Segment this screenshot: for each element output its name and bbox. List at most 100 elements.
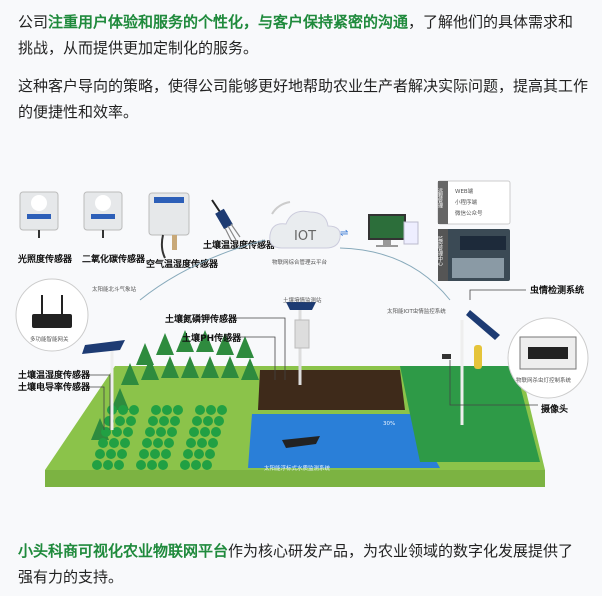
bush-icon: [139, 449, 149, 459]
bush-icon: [194, 449, 204, 459]
air-sensor-label: 空气温湿度传感器: [146, 258, 219, 270]
soil-probe-icon: [211, 199, 241, 243]
bush-icon: [115, 416, 125, 426]
bush-icon: [120, 438, 130, 448]
sync-arrows-icon: ⇌: [340, 228, 348, 239]
bush-icon: [129, 405, 139, 415]
tree-icon: [111, 388, 129, 410]
bush-icon: [162, 405, 172, 415]
bush-icon: [200, 427, 210, 437]
bush-icon: [126, 416, 136, 426]
bush-icon: [206, 405, 216, 415]
tree-icon: [241, 358, 259, 380]
panel-item-miniapp: 小程序端: [455, 198, 478, 206]
tree-icon: [161, 356, 179, 378]
tree-icon: [141, 358, 159, 380]
gateway-bubble: 多功能智能网关: [15, 278, 89, 352]
bush-icon: [186, 438, 196, 448]
bush-icon: [117, 449, 127, 459]
iot-text: IOT: [294, 229, 316, 244]
camera-icon: [442, 354, 451, 359]
air-sensor-icon: [148, 192, 190, 259]
soil-temp-humidity-label: 土壤温湿度传感器: [18, 369, 91, 381]
bush-icon: [136, 460, 146, 470]
paragraph-strategy: 这种客户导向的策略，使得公司能够更好地帮助农业生产者解决实际问题，提高其工作的便…: [18, 77, 589, 121]
bush-icon: [151, 405, 161, 415]
soil-sensor-top-label: 土壤温湿度传感器: [203, 239, 276, 251]
panel-item-wechat: 微信公众号: [455, 209, 483, 217]
pest-iot-label: 太阳能IOT虫情监控系统: [387, 307, 446, 315]
tree-icon: [121, 363, 139, 385]
tree-icon: [201, 356, 219, 378]
remote-management-panel: 远程管理 WEB端 小程序端 微信公众号 监控管理中心: [437, 180, 511, 281]
bush-icon: [123, 427, 133, 437]
co2-sensor-icon: [83, 191, 123, 238]
bush-icon: [164, 438, 174, 448]
buoy-solar-icon: [282, 436, 320, 448]
tree-icon: [156, 333, 174, 355]
bush-icon: [217, 405, 227, 415]
solar-panel-icon: [286, 302, 316, 310]
bush-icon: [195, 405, 205, 415]
co2-sensor-label: 二氧化碳传感器: [82, 253, 146, 265]
tree-icon: [216, 333, 234, 355]
gateway-label: 多功能智能网关: [30, 335, 69, 343]
pest-detect-label: 虫情检测系统: [530, 284, 584, 296]
crop-rows: [400, 366, 540, 462]
bush-icon: [183, 449, 193, 459]
bush-icon: [161, 449, 171, 459]
tree-icon: [236, 336, 254, 358]
bush-icon: [101, 427, 111, 437]
bush-icon: [202, 460, 212, 470]
smart-agriculture-iot-diagram: 光照度传感器 二氧化碳传感器 空气温湿度传感器 土壤温湿度传感器 IOT 物联网…: [15, 180, 589, 487]
tree-icon: [181, 356, 199, 378]
lamp-control-label: 物联网杀虫灯控制系统: [516, 376, 572, 384]
soil-station-label: 土壤墒情监测站: [283, 296, 322, 304]
bush-icon: [211, 427, 221, 437]
bush-icon: [156, 427, 166, 437]
bush-icon: [208, 438, 218, 448]
bush-icon: [142, 438, 152, 448]
bush-icon: [191, 460, 201, 470]
bush-icon: [106, 449, 116, 459]
solar-panel-icon: [82, 340, 125, 354]
bush-icon: [180, 460, 190, 470]
bush-icon: [92, 460, 102, 470]
connection-arc: [139, 239, 266, 301]
camera-label: 摄像头: [541, 403, 568, 415]
light-sensor-icon: [19, 191, 59, 238]
bush-icon: [203, 416, 213, 426]
bush-icon: [197, 438, 207, 448]
text: 公司: [18, 13, 49, 31]
monitor-icon: [368, 214, 419, 247]
tree-group: [91, 330, 259, 440]
water-buoy-label: 太阳能浮标式水质监测系统: [264, 464, 331, 472]
monitor-center-label: 监控管理中心: [437, 235, 443, 266]
remote-panel-title: 远程管理: [437, 187, 443, 208]
bush-icon: [148, 416, 158, 426]
soil-plot: [258, 370, 405, 410]
bush-icon: [109, 438, 119, 448]
bush-icon: [167, 427, 177, 437]
tree-icon: [196, 330, 214, 352]
bush-icon: [214, 416, 224, 426]
paragraph-customer-service: 公司注重用户体验和服务的个性化，与客户保持紧密的沟通，了解他们的具体需求和挑战，…: [18, 9, 588, 61]
bush-icon: [112, 427, 122, 437]
bush-icon: [95, 449, 105, 459]
text: 作为核心研发产品，为农业领域的数字化发展提供了强有力的支持。: [18, 542, 574, 586]
highlighted-text: 注重用户体验和服务的个性化，与客户保持紧密的沟通: [48, 13, 409, 31]
weather-station-label: 太阳能北斗气象站: [92, 285, 137, 293]
connection-arc: [339, 247, 451, 301]
bush-icon: [118, 405, 128, 415]
bush-icon: [147, 460, 157, 470]
tree-icon: [221, 356, 239, 378]
bush-icon: [145, 427, 155, 437]
soil-npk-label: 土壤氮磷钾传感器: [165, 313, 238, 325]
text: ，了解他们的具体需求和挑战，从而提供更加定制化的服务。: [18, 13, 574, 57]
bush-group: [92, 405, 227, 470]
bush-icon: [150, 449, 160, 459]
insect-lamp-icon: [474, 345, 482, 369]
bush-icon: [153, 438, 163, 448]
bush-icon: [98, 438, 108, 448]
bush-icon: [170, 416, 180, 426]
